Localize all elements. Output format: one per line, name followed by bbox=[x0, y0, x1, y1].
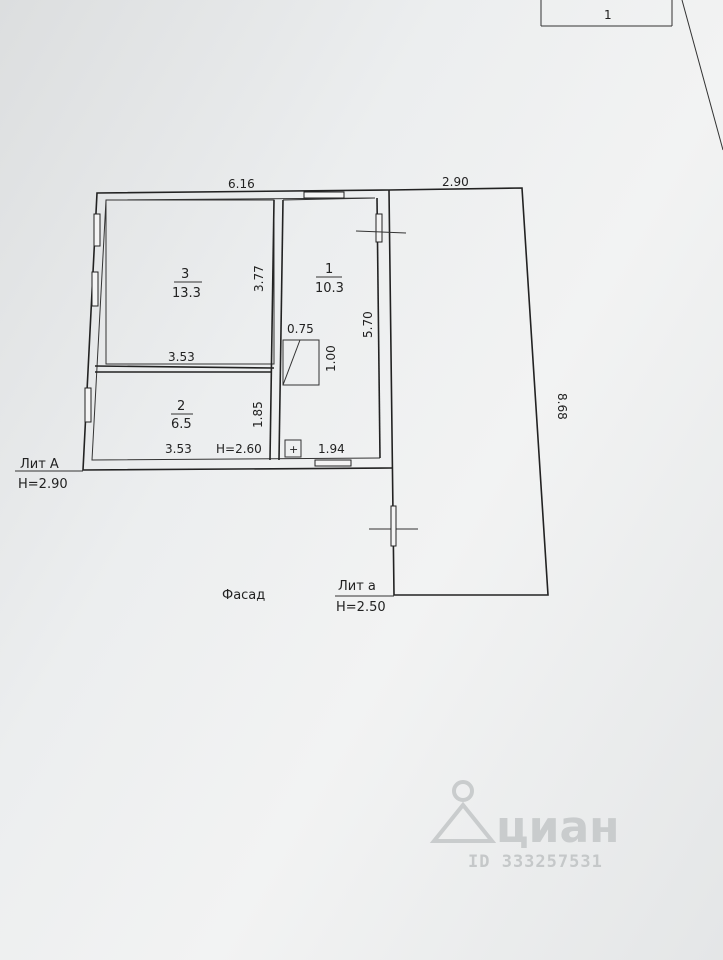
page-number: 1 bbox=[604, 8, 612, 22]
dim-room1-width: 1.94 bbox=[318, 442, 345, 456]
annex bbox=[355, 187, 549, 596]
window bbox=[93, 213, 101, 247]
room-area: 13.3 bbox=[172, 286, 201, 301]
windows bbox=[84, 191, 383, 467]
lit-a-main-height: H=2.90 bbox=[18, 477, 68, 492]
room-3-outline bbox=[105, 199, 275, 365]
dim-room3-width: 3.53 bbox=[168, 350, 195, 364]
dim-room2-width: 3.53 bbox=[165, 442, 192, 456]
lit-a-annex-label: Лит а bbox=[338, 579, 376, 594]
watermark: циан ID 333257531 bbox=[429, 780, 620, 872]
main-building: + bbox=[82, 189, 393, 471]
window bbox=[375, 213, 383, 243]
room-number: 3 bbox=[181, 267, 189, 282]
lit-a-main-label: Лит А bbox=[20, 457, 59, 472]
watermark-brand: циан bbox=[496, 802, 620, 853]
inner-height: H=2.60 bbox=[216, 442, 262, 456]
room-label-3: 3 13.3 bbox=[172, 267, 202, 301]
room-area: 6.5 bbox=[171, 417, 192, 432]
dim-top-annex: 2.90 bbox=[442, 175, 469, 189]
dim-room1-height: 5.70 bbox=[361, 311, 375, 338]
window bbox=[303, 191, 345, 199]
title-block: 1 bbox=[540, 0, 673, 27]
room-number: 2 bbox=[177, 399, 185, 414]
dim-stair-length: 1.00 bbox=[324, 345, 338, 372]
window bbox=[91, 271, 99, 307]
stove-marker bbox=[284, 439, 302, 458]
page-frame bbox=[681, 0, 723, 151]
dim-right-annex: 8.68 bbox=[555, 393, 569, 420]
watermark-id: ID 333257531 bbox=[468, 852, 603, 872]
facade-label: Фасад bbox=[222, 588, 265, 603]
room-area: 10.3 bbox=[315, 281, 344, 296]
location-pin-icon bbox=[429, 780, 497, 843]
lit-a-annex-height: H=2.50 bbox=[336, 600, 386, 615]
room-label-2: 2 6.5 bbox=[171, 399, 193, 432]
room-number: 1 bbox=[325, 262, 333, 277]
dim-top-main: 6.16 bbox=[228, 177, 255, 191]
window bbox=[314, 459, 352, 467]
stair bbox=[282, 339, 320, 386]
room-label-1: 1 10.3 bbox=[315, 262, 344, 296]
svg-text:+: + bbox=[289, 443, 298, 456]
window bbox=[84, 387, 92, 423]
dim-stair-width: 0.75 bbox=[287, 322, 314, 336]
dim-room3-height: 3.77 bbox=[252, 265, 266, 292]
dim-room2-height: 1.85 bbox=[251, 401, 265, 428]
